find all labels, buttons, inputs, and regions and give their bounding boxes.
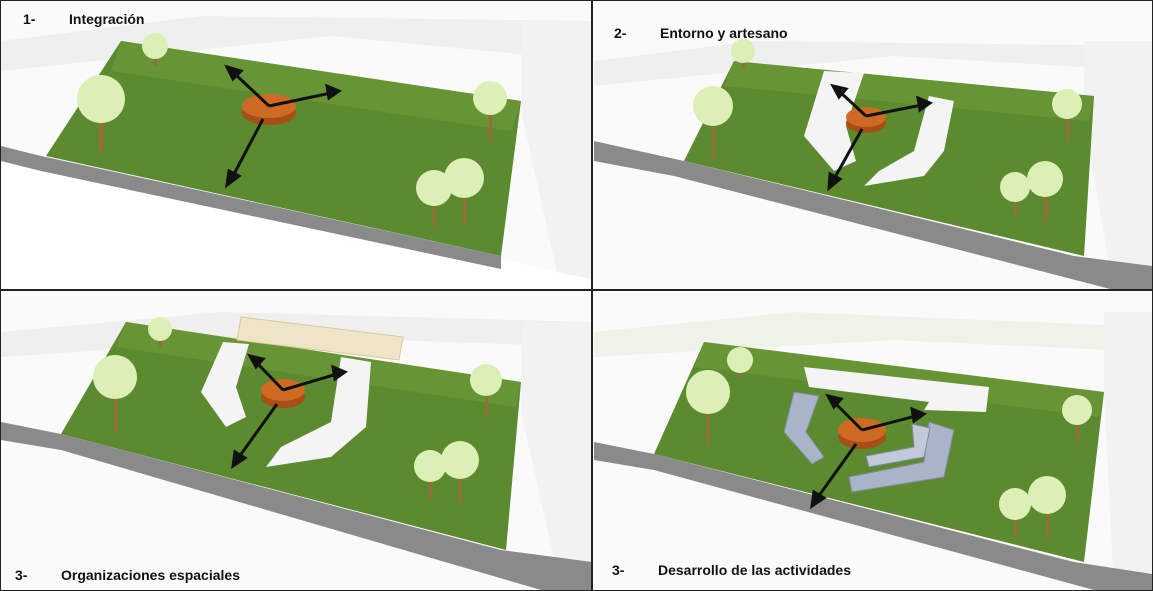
panel-2-illustration [594,1,1152,290]
road [594,442,1152,590]
tree-icon [444,158,484,226]
panel-title: Entorno y artesano [660,25,788,41]
tree-icon [414,450,446,499]
artisan-building [201,342,249,427]
tree-icon [441,441,479,504]
direction-arrows-icon [827,83,934,192]
tree-icon [142,33,168,66]
artisan-building [804,71,864,171]
tree-icon [416,170,452,226]
panel-divider-vertical [591,0,593,591]
tree-icon [470,364,502,417]
panel-divider-horizontal [0,289,1153,291]
artisan-building [266,357,371,467]
tree-icon [1052,89,1082,141]
artisan-building [864,96,954,186]
direction-arrows-icon [810,393,928,510]
panel-4-caption: 3- Desarrollo de las actividades [612,562,851,578]
panel-number: 2- [614,25,627,41]
panel-4-illustration [594,292,1152,590]
panel-1-caption: 1- Integración [23,11,144,27]
panel-1-illustration [1,1,592,290]
panel-3-illustration [1,292,592,590]
direction-arrows-icon [224,64,343,189]
direction-arrows-icon [231,353,349,470]
tree-icon [1027,161,1063,221]
artisan-building [804,367,989,412]
tree-icon [93,355,137,432]
panel-title: Organizaciones espaciales [61,567,240,583]
tree-icon [473,81,507,141]
rear-block [236,316,404,361]
tree-icon [999,488,1031,536]
panel-2-caption: 2- Entorno y artesano [614,25,788,41]
tree-icon [1062,395,1092,442]
road [1,146,501,269]
tree-icon [148,317,172,347]
tree-icon [1028,476,1066,539]
panel-number: 3- [15,567,28,583]
panel-integracion: 1- Integración [1,1,592,290]
panel-number: 1- [23,11,36,27]
panel-organizaciones-espaciales: 3- Organizaciones espaciales [1,292,592,590]
activity-building [783,391,825,465]
tree-icon [727,347,753,379]
road [1,422,592,590]
tree-icon [1000,172,1030,216]
panel-3-caption: 3- Organizaciones espaciales [15,567,240,583]
panel-desarrollo-actividades: 3- Desarrollo de las actividades [594,292,1152,590]
road [594,141,1152,290]
tree-icon [731,39,755,69]
panel-number: 3- [612,562,625,578]
tree-icon [693,86,733,158]
tree-icon [77,75,125,151]
panel-title: Integración [69,11,145,27]
panel-title: Desarrollo de las actividades [658,562,851,578]
panel-entorno-artesano: 2- Entorno y artesano [594,1,1152,290]
tree-icon [686,370,730,445]
